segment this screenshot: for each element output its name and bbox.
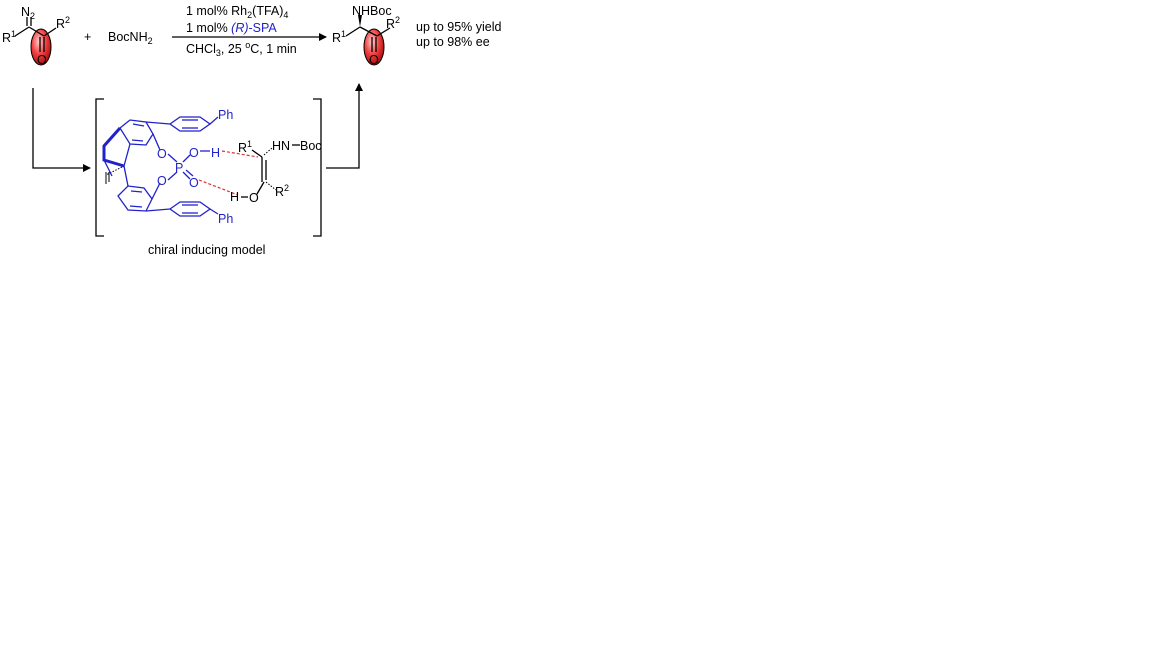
ee-text: up to 98% ee	[416, 35, 490, 49]
plus-sign: +	[84, 30, 91, 44]
hashed-bond	[105, 166, 123, 184]
aryl-aryl-bond	[145, 208, 171, 212]
arrow-to-product	[326, 83, 363, 169]
hydroxyl-oxygen: O	[189, 146, 199, 160]
bond	[376, 27, 391, 37]
bond	[43, 27, 57, 37]
p-o-bond	[182, 154, 191, 163]
ring-oxygen-bottom: O	[157, 174, 167, 188]
o-p-bond	[167, 171, 178, 181]
spiro-bond	[123, 165, 129, 187]
oxo-oxygen: O	[189, 176, 199, 190]
bond	[14, 26, 30, 37]
aryl-o-bond	[151, 182, 161, 200]
phosphorus-label: P	[175, 161, 183, 175]
product-amino-ketone: NHBoc R1 R2 O	[332, 4, 400, 67]
enol-oxygen: O	[249, 191, 259, 205]
ph-bottom-label: Ph	[218, 212, 233, 226]
enol-r2-label: R2	[275, 183, 289, 199]
ph-top-label: Ph	[218, 108, 233, 122]
lower-phenyl-ring	[168, 201, 212, 217]
enol-r1-label: R1	[238, 139, 252, 155]
oxygen-label: O	[37, 53, 47, 67]
r1-label: R1	[2, 29, 16, 45]
r2-label: R2	[56, 15, 70, 31]
left-bracket	[95, 98, 104, 237]
aromatic-bond	[132, 123, 145, 127]
upper-phenyl-ring	[168, 116, 212, 132]
model-caption: chiral inducing model	[148, 243, 265, 257]
yield-text: up to 95% yield	[416, 20, 502, 34]
p-o-double	[182, 171, 191, 180]
bold-bond	[251, 149, 263, 158]
aromatic-bond	[130, 190, 143, 193]
aromatic-bond	[131, 139, 144, 142]
product-r2-label: R2	[386, 15, 400, 31]
hn-label: HN	[272, 139, 290, 153]
bond	[359, 26, 378, 37]
spiro-backbone-bold	[102, 127, 125, 168]
product-oxygen-label: O	[369, 53, 379, 67]
aromatic-bond	[129, 205, 143, 208]
boc-label: Boc	[300, 139, 322, 153]
acid-hydrogen: H	[211, 146, 220, 160]
carbonyl-highlight	[30, 28, 52, 66]
right-bracket	[313, 98, 322, 237]
ph-bond	[209, 116, 219, 125]
ring-oxygen-top: O	[157, 147, 167, 161]
p-o-double	[185, 169, 194, 177]
o-p-bond	[167, 153, 178, 163]
spiro-bond	[123, 143, 131, 167]
lower-arene-ring	[117, 185, 153, 212]
wedge-bond	[358, 15, 362, 27]
n2-label: N2	[21, 5, 35, 21]
upper-arene-ring	[119, 119, 154, 146]
bold-bond	[256, 181, 265, 195]
condition-catalyst: 1 mol% Rh2(TFA)4	[186, 4, 288, 20]
product-r1-label: R1	[332, 29, 346, 45]
nhboc-label: NHBoc	[352, 4, 392, 18]
hydrogen-bond-top	[221, 150, 259, 158]
aryl-o-bond	[152, 133, 161, 151]
product-carbonyl-highlight	[363, 28, 385, 66]
ring-bond	[103, 159, 113, 177]
aryl-aryl-bond	[145, 121, 171, 125]
hashed-bond	[263, 147, 277, 191]
arrow-to-model	[32, 88, 91, 172]
bocnh2-label: BocNH2	[108, 30, 153, 46]
reaction-conditions: 1 mol% Rh2(TFA)4 1 mol% (R)-SPA CHCl3, 2…	[172, 4, 327, 58]
hydrogen-bond-bottom	[198, 179, 239, 196]
chiral-model: O O P O O H Ph Ph H O HN	[102, 108, 322, 226]
bond	[345, 26, 361, 37]
condition-spa: 1 mol% (R)-SPA	[186, 21, 277, 35]
diazo-ketone: N2 R1 R2 O	[2, 5, 70, 67]
ph-bond	[209, 208, 219, 215]
bond	[28, 26, 45, 37]
enol-hydrogen: H	[230, 190, 239, 204]
condition-solvent: CHCl3, 25 oC, 1 min	[186, 40, 297, 58]
